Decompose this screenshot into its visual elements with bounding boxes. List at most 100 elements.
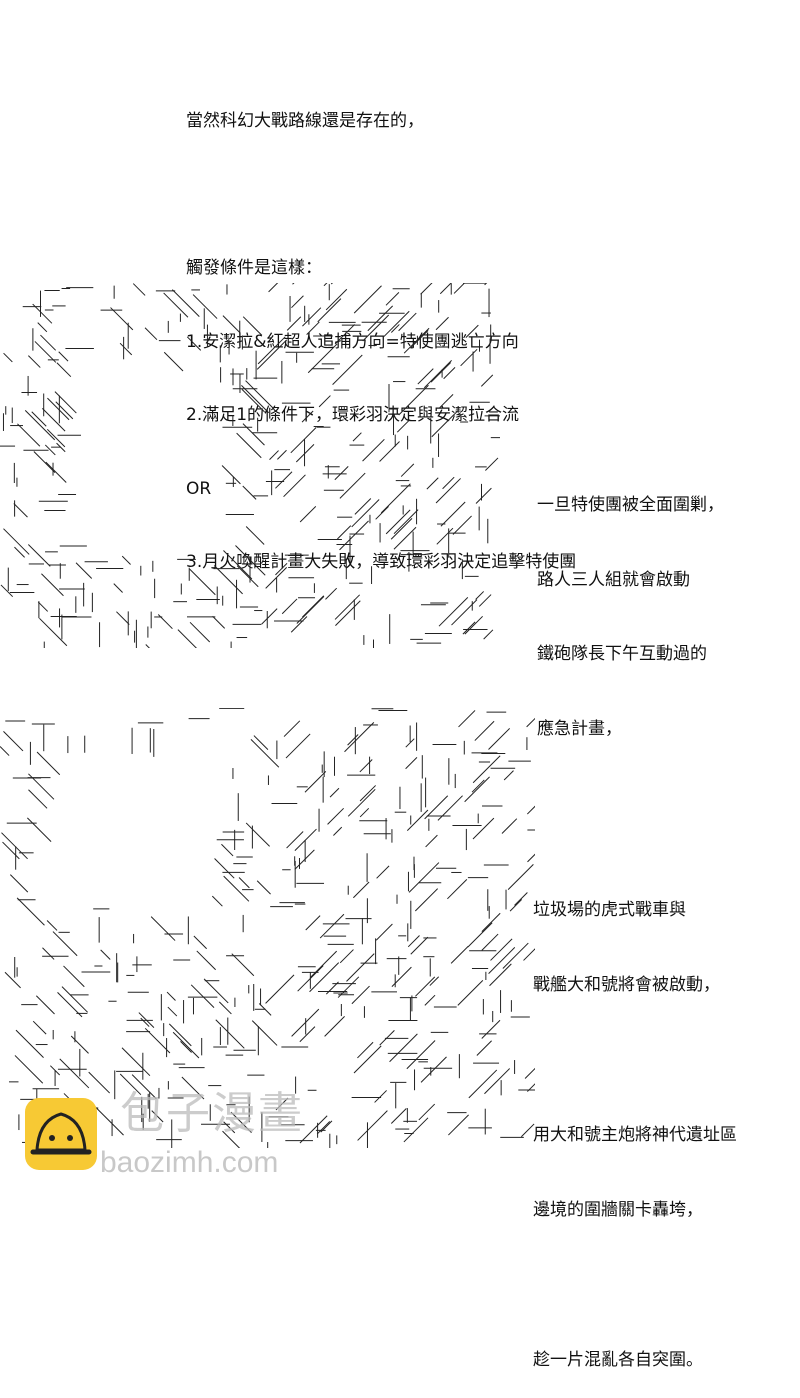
art-stroke: [238, 877, 250, 889]
art-stroke: [47, 397, 70, 421]
art-stroke: [351, 985, 370, 1005]
art-stroke: [63, 965, 85, 988]
art-stroke: [297, 965, 324, 992]
art-stroke: [329, 787, 340, 798]
art-stroke: [452, 515, 472, 535]
art-stroke: [334, 466, 349, 481]
art-stroke: [190, 984, 215, 1009]
art-stroke: [330, 283, 333, 285]
art-stroke: [524, 1067, 535, 1079]
art-stroke: [140, 1017, 150, 1027]
art-stroke: [151, 1110, 164, 1123]
art-stroke: [27, 817, 52, 842]
art-stroke: [14, 546, 25, 558]
art-stroke: [291, 295, 304, 309]
art-stroke: [236, 565, 259, 588]
art-stroke: [335, 600, 361, 627]
caption-line: 鐵砲隊長下午互動過的: [537, 644, 707, 664]
art-stroke: [1, 832, 28, 860]
art-stroke: [389, 1033, 418, 1063]
art-stroke: [503, 770, 514, 781]
art-stroke: [488, 947, 516, 974]
caption-line: 垃圾場的虎式戰車與: [533, 900, 686, 920]
art-stroke: [261, 608, 278, 625]
art-stroke: [222, 1130, 241, 1148]
art-stroke: [319, 913, 345, 939]
art-stroke: [283, 720, 301, 737]
art-stroke: [318, 395, 331, 408]
art-stroke: [305, 915, 321, 931]
art-stroke: [317, 298, 342, 323]
art-stroke: [302, 307, 322, 327]
art-stroke: [196, 950, 216, 971]
art-stroke: [192, 294, 218, 319]
art-stroke: [189, 621, 211, 643]
art-stroke: [489, 963, 512, 987]
art-stroke: [352, 432, 362, 442]
art-stroke: [88, 1071, 111, 1094]
art-stroke: [410, 936, 429, 955]
art-stroke: [332, 354, 363, 386]
art-stroke: [374, 1090, 387, 1103]
art-stroke: [347, 788, 376, 817]
art-stroke: [472, 817, 495, 840]
art-stroke: [203, 978, 229, 1004]
art-stroke: [58, 351, 69, 362]
art-stroke: [414, 888, 439, 912]
art-stroke: [362, 314, 390, 342]
art-stroke: [172, 1031, 200, 1059]
art-stroke: [451, 599, 478, 626]
art-stroke: [443, 366, 456, 380]
art-stroke: [390, 324, 400, 333]
intro-text: 當然科幻大戰路線還是存在的， 觸發條件是這樣： 1.安潔拉&紅超人追捕方向=特使…: [186, 60, 576, 599]
art-stroke: [423, 360, 452, 389]
art-stroke: [294, 849, 315, 870]
art-stroke: [223, 1121, 236, 1134]
art-stroke: [327, 807, 345, 825]
art-stroke: [299, 1115, 328, 1144]
art-stroke: [296, 596, 325, 624]
art-stroke: [430, 362, 452, 383]
art-stroke: [425, 834, 438, 848]
art-stroke: [460, 348, 478, 367]
art-stroke: [359, 807, 370, 818]
art-stroke: [418, 1103, 436, 1121]
art-stroke: [472, 755, 501, 784]
art-stroke: [186, 336, 202, 351]
caption-line: [533, 1273, 737, 1298]
art-stroke: [362, 438, 385, 462]
art-stroke: [144, 1027, 171, 1054]
art-stroke: [218, 1001, 232, 1015]
art-stroke: [390, 517, 413, 540]
art-stroke: [0, 584, 14, 598]
art-stroke: [27, 544, 51, 567]
art-stroke: [481, 1019, 501, 1039]
art-stroke: [302, 595, 325, 618]
art-stroke: [502, 942, 529, 969]
art-stroke: [485, 457, 499, 471]
art-stroke: [14, 1055, 44, 1084]
art-stroke: [193, 935, 207, 950]
art-stroke: [447, 878, 468, 900]
art-stroke: [337, 525, 352, 540]
watermark-url: baozimh.com: [100, 1146, 279, 1179]
art-stroke: [35, 995, 55, 1015]
art-stroke: [464, 615, 483, 635]
art-stroke: [347, 734, 359, 746]
art-stroke: [17, 423, 41, 447]
art-stroke: [453, 283, 466, 294]
art-stroke: [440, 501, 466, 527]
art-stroke: [398, 384, 429, 416]
art-stroke: [462, 621, 476, 635]
art-stroke: [167, 1006, 178, 1017]
art-stroke: [439, 393, 454, 409]
art-stroke: [94, 1106, 124, 1136]
art-stroke: [379, 441, 400, 462]
art-stroke: [514, 892, 528, 906]
watermark-title: 包子漫畫: [120, 1088, 304, 1139]
art-stroke: [333, 826, 343, 836]
art-stroke: [56, 362, 72, 378]
art-stroke: [474, 720, 495, 741]
art-stroke: [403, 1117, 429, 1143]
art-stroke: [3, 731, 24, 752]
